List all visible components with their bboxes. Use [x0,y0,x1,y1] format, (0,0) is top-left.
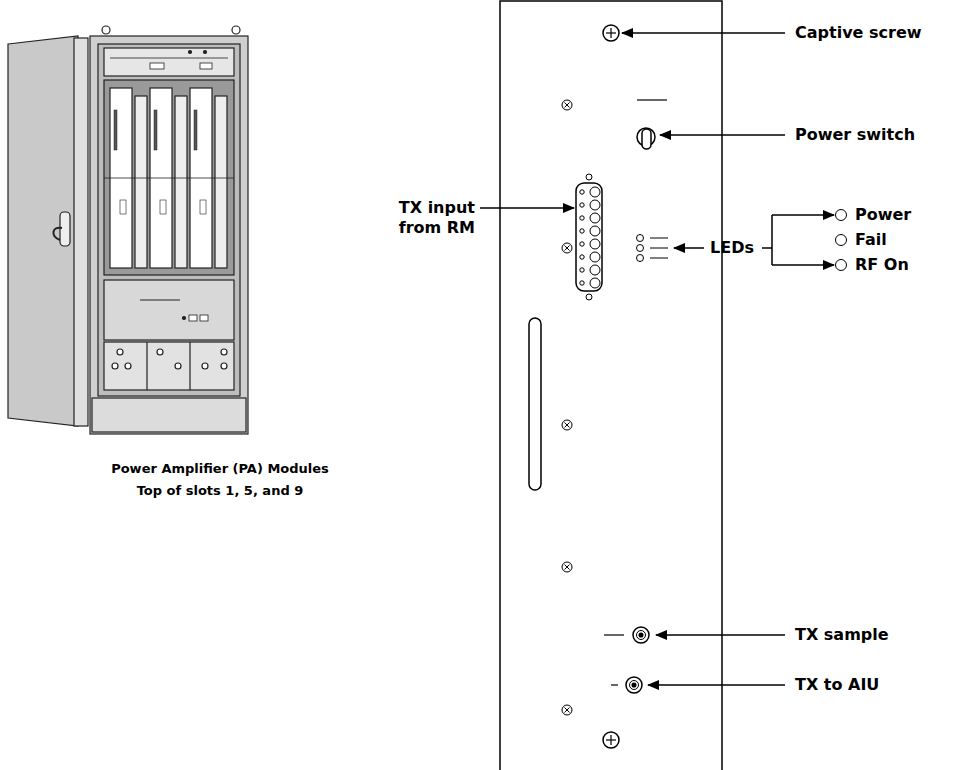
callout-label: TX sample [795,625,889,645]
pa-module-panel [500,1,722,770]
led-indicator-swatch [835,234,847,246]
led-legend-item: RF On [835,255,909,275]
cabinet-illustration [8,26,248,434]
callout-label: TX to AIU [795,675,879,695]
led-indicator-swatch [835,209,847,221]
led-name: Fail [855,230,887,250]
led-legend-item: Power [835,205,911,225]
callout-label: Power switch [795,125,915,145]
led-legend-item: Fail [835,230,887,250]
led-name: Power [855,205,911,225]
led-name: RF On [855,255,909,275]
figure-caption: Power Amplifier (PA) Modules Top of slot… [102,458,338,502]
callout-label: Captive screw [795,23,922,43]
callout-label: TX input from RM [383,198,475,238]
led-indicator-swatch [835,259,847,271]
leader-lines [480,33,834,685]
callout-label: LEDs [710,238,754,258]
